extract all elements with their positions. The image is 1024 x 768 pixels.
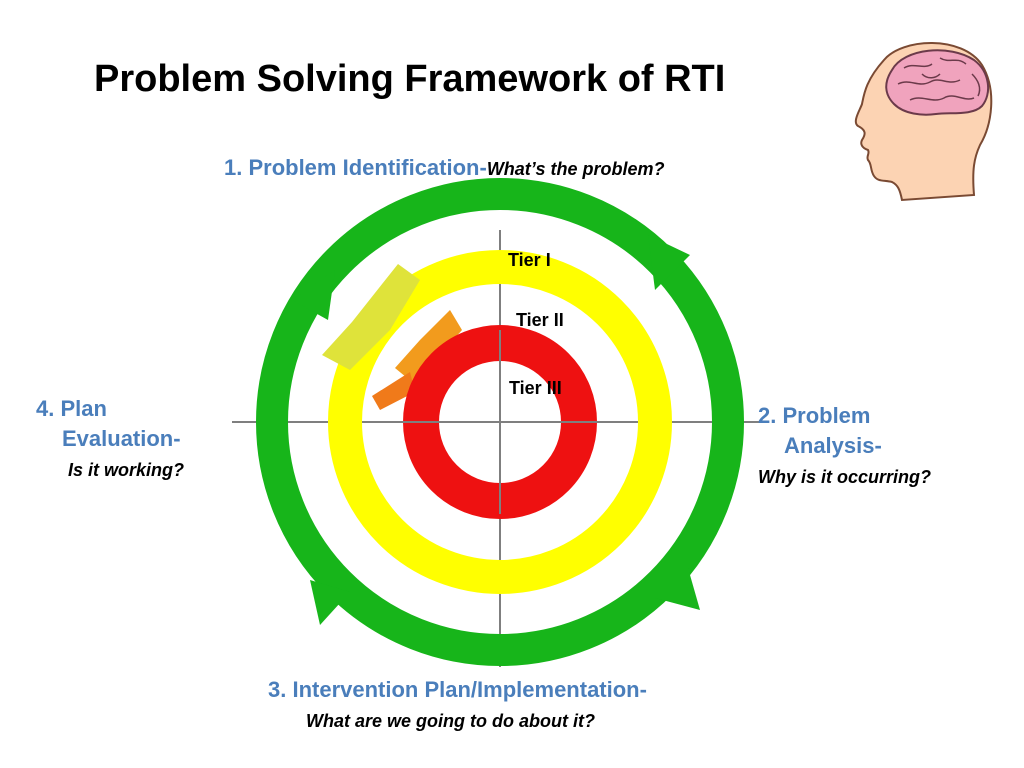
tier-3-label: Tier III [509, 378, 562, 398]
step-1-question: What’s the problem? [486, 159, 665, 179]
step-4-question: Is it working? [68, 460, 185, 480]
tier-connector-lower [372, 372, 415, 410]
step-4-label-line2: Evaluation- [62, 426, 181, 451]
ring-arrow-top-right [648, 235, 690, 290]
ring-arrow-bottom-right [655, 568, 700, 610]
tier-2-label: Tier II [516, 310, 564, 330]
tier-2-ring [328, 250, 672, 594]
head-with-brain-icon [854, 42, 993, 202]
step-1-label: 1. Problem Identification- [224, 155, 487, 180]
step-2-question: Why is it occurring? [758, 467, 932, 487]
step-plan-evaluation: 4. Plan Evaluation- Is it working? [36, 396, 184, 481]
tier-connector-upper [322, 264, 420, 370]
step-4-label-line1: 4. Plan [36, 396, 107, 421]
ring-arrow-bottom-left [310, 580, 350, 625]
tier-1-label: Tier I [508, 250, 551, 270]
tier-1-ring [256, 178, 744, 666]
step-2-label-line2: Analysis- [784, 433, 882, 458]
step-3-label: 3. Intervention Plan/Implementation- [268, 677, 647, 702]
step-2-label-line1: 2. Problem [758, 403, 871, 428]
step-intervention: 3. Intervention Plan/Implementation- Wha… [268, 677, 647, 732]
tier-connector-middle [395, 310, 462, 382]
brain-folds [897, 57, 981, 101]
step-problem-analysis: 2. Problem Analysis- Why is it occurring… [758, 403, 931, 488]
ring-arrow-top-left [292, 270, 335, 320]
step-problem-identification: 1. Problem Identification-What’s the pro… [224, 155, 665, 181]
page-title: Problem Solving Framework of RTI [94, 58, 726, 100]
step-3-question: What are we going to do about it? [306, 711, 595, 731]
